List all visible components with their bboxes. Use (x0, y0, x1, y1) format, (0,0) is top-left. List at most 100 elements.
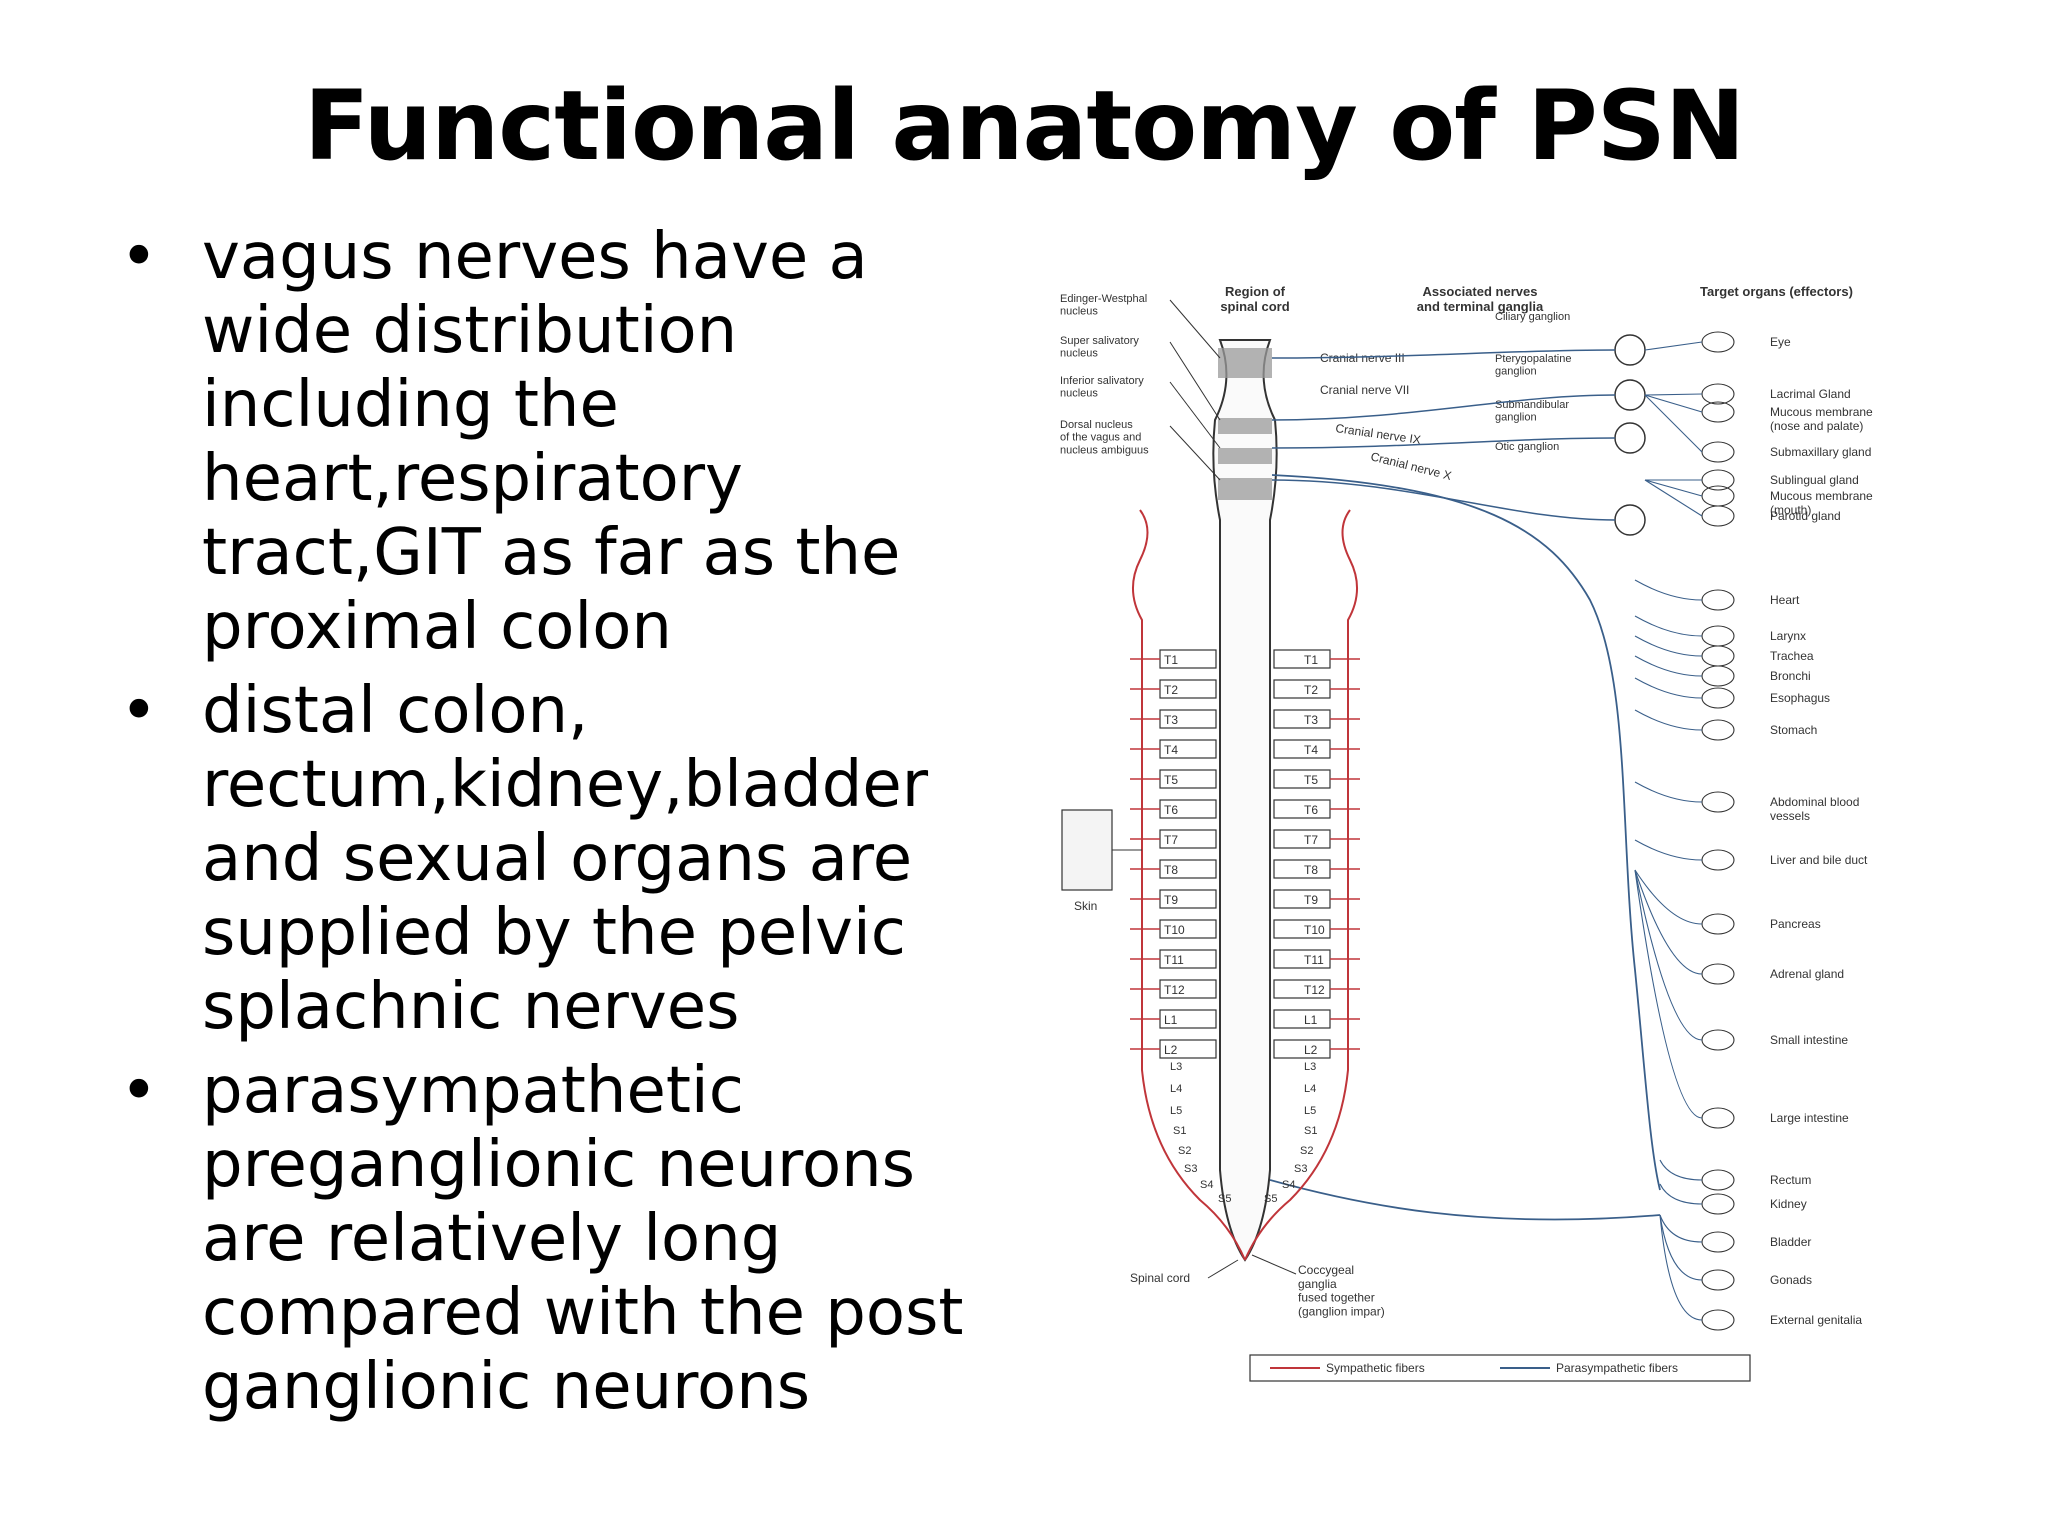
sympathetic-chain-right (1244, 509, 1359, 1261)
coccygeal-pointer (1251, 1254, 1297, 1275)
postganglionic-fiber (1644, 479, 1703, 497)
segment-label-left: T1 (1164, 653, 1178, 667)
ganglion-circle (1614, 379, 1646, 411)
target-organ-icon (1701, 1107, 1735, 1129)
bullet-item: •distal colon, rectum,kidney,bladder and… (120, 674, 980, 1044)
target-organ-label: Larynx (1770, 629, 1806, 643)
bullet-list: • vagus nerves have a wide distribution i… (120, 220, 980, 1434)
spinal-cord-label: Spinal cord (1130, 1271, 1190, 1285)
nucleus-band (1218, 448, 1272, 464)
target-organ-icon (1701, 383, 1735, 405)
bullet-dot: • (120, 220, 158, 294)
postganglionic-fiber (1634, 615, 1703, 637)
lower-segment-right: L4 (1304, 1083, 1316, 1095)
target-organ-label: Liver and bile duct (1770, 853, 1868, 867)
bullet-dot: • (120, 1054, 158, 1128)
target-organ-label: Kidney (1770, 1197, 1807, 1211)
lower-segment-right: S3 (1294, 1163, 1307, 1175)
postganglionic-fiber (1659, 1159, 1703, 1181)
skin-label: Skin (1074, 899, 1097, 913)
skin-icon (1061, 809, 1113, 891)
bullet-item: •parasympathetic preganglionic neurons a… (120, 1054, 980, 1424)
lower-segment-right: L3 (1304, 1061, 1316, 1073)
segment-label-left: T2 (1164, 683, 1178, 697)
postganglionic-fiber (1634, 869, 1703, 1041)
target-organ-label: External genitalia (1770, 1313, 1862, 1327)
postganglionic-fiber (1644, 394, 1703, 413)
target-organ-label: Lacrimal Gland (1770, 387, 1851, 401)
target-organ-icon (1701, 625, 1735, 647)
segment-label-left: T3 (1164, 713, 1178, 727)
bullet-item: • vagus nerves have a wide distribution i… (120, 220, 980, 664)
postganglionic-fiber (1644, 479, 1703, 517)
postganglionic-fiber (1659, 1214, 1703, 1321)
segment-label-right: T4 (1304, 743, 1318, 757)
spinal-cord-pointer (1207, 1259, 1239, 1279)
lower-segment-left: S5 (1218, 1193, 1231, 1205)
bullet-text: vagus nerves have a wide distribution in… (202, 220, 901, 664)
postganglionic-fiber (1659, 1214, 1703, 1281)
target-organ-label: Rectum (1770, 1173, 1811, 1187)
target-organ-label: Parotid gland (1770, 509, 1841, 523)
target-organ-label: Bladder (1770, 1235, 1811, 1249)
target-organ-icon (1701, 505, 1735, 527)
postganglionic-fiber (1634, 869, 1703, 925)
segment-label-left: T8 (1164, 863, 1178, 877)
lower-segment-left: S3 (1184, 1163, 1197, 1175)
lower-segment-left: S4 (1200, 1179, 1213, 1191)
segment-box-right (1273, 829, 1331, 849)
segment-box-right (1273, 679, 1331, 699)
target-organ-label: Sublingual gland (1770, 473, 1859, 487)
target-organ-icon (1701, 1169, 1735, 1191)
segment-label-right: L2 (1304, 1043, 1318, 1057)
nucleus-band (1218, 418, 1272, 434)
segment-label-left: T5 (1164, 773, 1178, 787)
lower-segment-left: L4 (1170, 1083, 1182, 1095)
target-organ-icon (1701, 687, 1735, 709)
target-organ-label: Eye (1770, 335, 1791, 349)
ganglion-circle (1614, 334, 1646, 366)
target-organ-icon (1701, 849, 1735, 871)
segment-label-left: T12 (1164, 983, 1185, 997)
segment-box-right (1273, 889, 1331, 909)
cranial-nerve-label: Cranial nerve X (1369, 449, 1453, 483)
vagus-trunk (1271, 474, 1661, 1191)
segment-box-right (1273, 649, 1331, 669)
nucleus-pointer (1169, 381, 1221, 449)
lower-segment-left: S2 (1178, 1145, 1191, 1157)
segment-label-right: T12 (1304, 983, 1325, 997)
target-organ-icon (1701, 1029, 1735, 1051)
sympathetic-chain-left (1131, 509, 1246, 1261)
lower-segment-right: S5 (1264, 1193, 1277, 1205)
ganglion-label: Otic ganglion (1495, 441, 1559, 453)
target-organ-icon (1701, 469, 1735, 491)
segment-box-right (1273, 859, 1331, 879)
target-organ-icon (1701, 1193, 1735, 1215)
target-organ-label: Stomach (1770, 723, 1817, 737)
postganglionic-fiber (1634, 655, 1703, 677)
ganglion-label: Ciliary ganglion (1495, 311, 1570, 323)
segment-label-left: T11 (1164, 953, 1184, 967)
segment-box-right (1273, 1039, 1331, 1059)
target-organ-label: Esophagus (1770, 691, 1830, 705)
segment-label-right: T8 (1304, 863, 1318, 877)
target-organ-label: Trachea (1770, 649, 1814, 663)
target-organ-icon (1701, 719, 1735, 741)
target-organ-label: Pancreas (1770, 917, 1821, 931)
target-organ-label: Mucous membrane(nose and palate) (1770, 405, 1873, 433)
nucleus-pointer (1169, 341, 1221, 421)
ganglion-circle (1614, 504, 1646, 536)
segment-label-left: T4 (1164, 743, 1178, 757)
pelvic-splanchnic (1269, 1179, 1661, 1221)
segment-label-right: L1 (1304, 1013, 1318, 1027)
segment-label-right: T9 (1304, 893, 1318, 907)
postganglionic-fiber (1634, 635, 1703, 657)
segment-label-left: L2 (1164, 1043, 1178, 1057)
